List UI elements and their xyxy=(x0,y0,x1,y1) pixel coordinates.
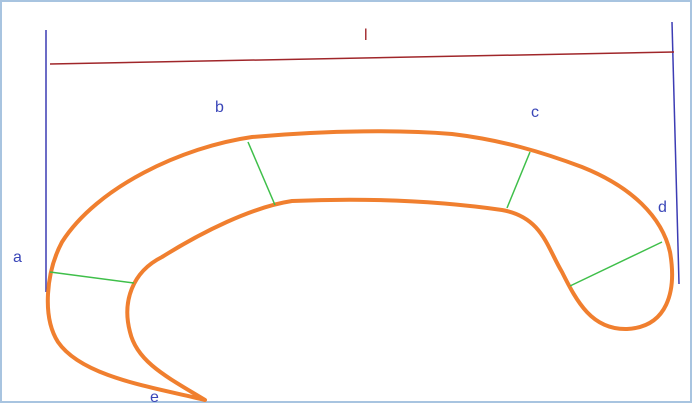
section-line-a xyxy=(49,271,135,284)
section-line-c xyxy=(506,151,531,209)
length-label: l xyxy=(364,27,368,44)
label-e: e xyxy=(150,389,159,406)
band-outline xyxy=(45,129,675,402)
label-c: c xyxy=(531,104,539,121)
right-boundary-line xyxy=(671,21,680,285)
label-a: a xyxy=(13,249,22,266)
length-line xyxy=(49,51,675,65)
label-d: d xyxy=(658,199,667,216)
section-line-d xyxy=(569,241,663,287)
section-line-b xyxy=(247,141,276,206)
label-b: b xyxy=(215,99,224,116)
